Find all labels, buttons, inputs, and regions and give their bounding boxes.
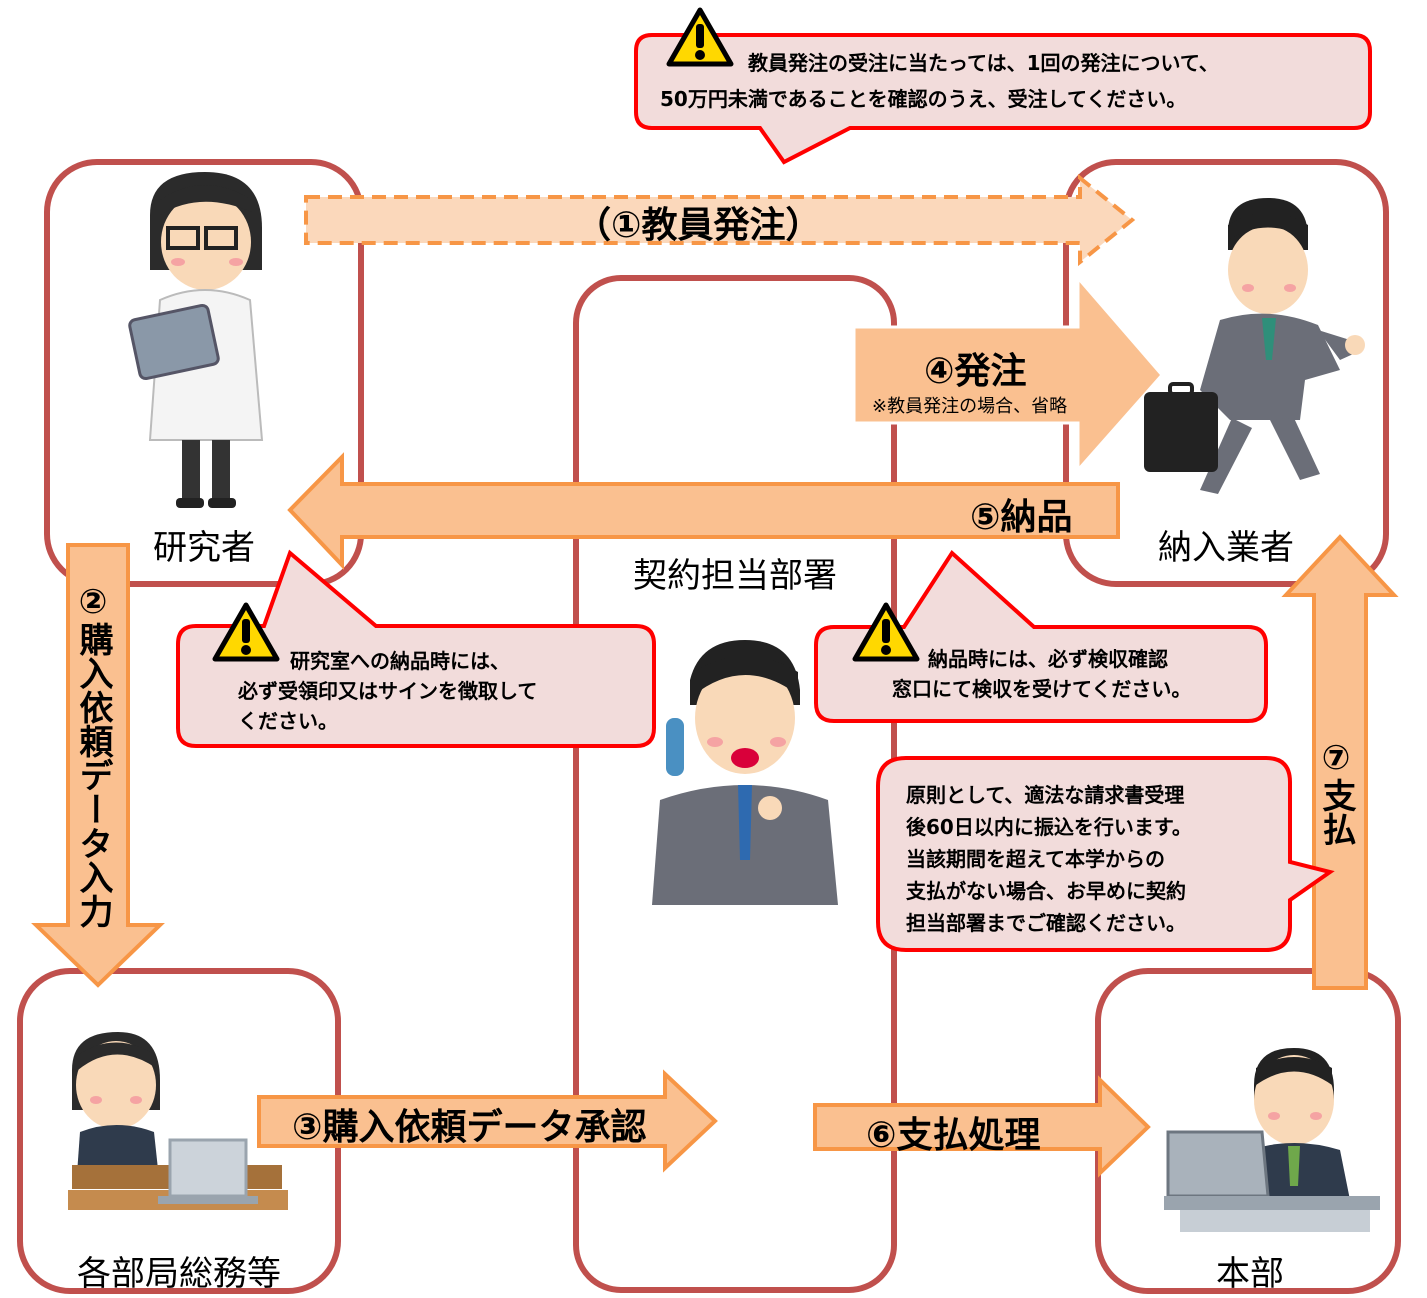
step2-arrow [31, 543, 165, 988]
contract-staff-figure [652, 640, 838, 905]
step3-arrow [257, 1069, 718, 1173]
research-note-line3: ください。 [238, 709, 338, 733]
general-affairs-figure [68, 1032, 288, 1210]
payment-note-line3: 当該期間を超えて本学からの [906, 847, 1165, 871]
vendor-figure [1144, 198, 1365, 494]
researcher-label: 研究者 [153, 528, 255, 568]
step1-label: （①教員発注） [575, 205, 822, 246]
research-note-line1: 研究室への納品時には、 [290, 649, 510, 673]
step4-note: ※教員発注の場合、省略 [872, 396, 1068, 417]
payment-callout [876, 756, 1335, 952]
inspection-note-line2: 窓口にて検収を受けてください。 [892, 677, 1192, 701]
general-affairs-label: 各部局総務等 [77, 1254, 281, 1294]
payment-note-line5: 担当部署までご確認ください。 [906, 911, 1186, 935]
step5-label: ⑤納品 [970, 497, 1073, 538]
top-callout [634, 33, 1372, 165]
research-note-line2: 必ず受領印又はサインを徴取して [238, 679, 538, 703]
step6-label: ⑥支払処理 [866, 1115, 1041, 1156]
inspection-callout [814, 549, 1268, 723]
step7-arrow [1281, 534, 1399, 990]
headquarters-figure [1164, 1048, 1380, 1232]
step7-label: ⑦支払 [1316, 738, 1356, 846]
vendor-label: 納入業者 [1158, 528, 1294, 568]
research-callout [176, 549, 656, 748]
top-note-line1: 教員発注の受注に当たっては、1回の発注について、 [748, 51, 1219, 75]
inspection-note-line1: 納品時には、必ず検収確認 [928, 647, 1168, 671]
step3-label: ③購入依頼データ承認 [292, 1107, 647, 1148]
payment-note-line2: 後60日以内に振込を行います。 [906, 815, 1192, 839]
step4-label: ④発注 [924, 351, 1027, 392]
researcher-figure [128, 172, 264, 508]
payment-note-line4: 支払がない場合、お早めに契約 [906, 879, 1186, 903]
headquarters-label: 本部 [1216, 1254, 1284, 1294]
step6-arrow [813, 1075, 1151, 1178]
contract-dept-label: 契約担当部署 [633, 556, 837, 596]
top-note-line2: 50万円未満であることを確認のうえ、受注してください。 [660, 87, 1187, 111]
step2-label: ②購入依頼データ入力 [73, 582, 113, 928]
step4-arrow [852, 273, 1164, 474]
payment-note-line1: 原則として、適法な請求書受理 [906, 783, 1185, 807]
step5-arrow [287, 452, 1120, 571]
step1-arrow [304, 173, 1136, 267]
